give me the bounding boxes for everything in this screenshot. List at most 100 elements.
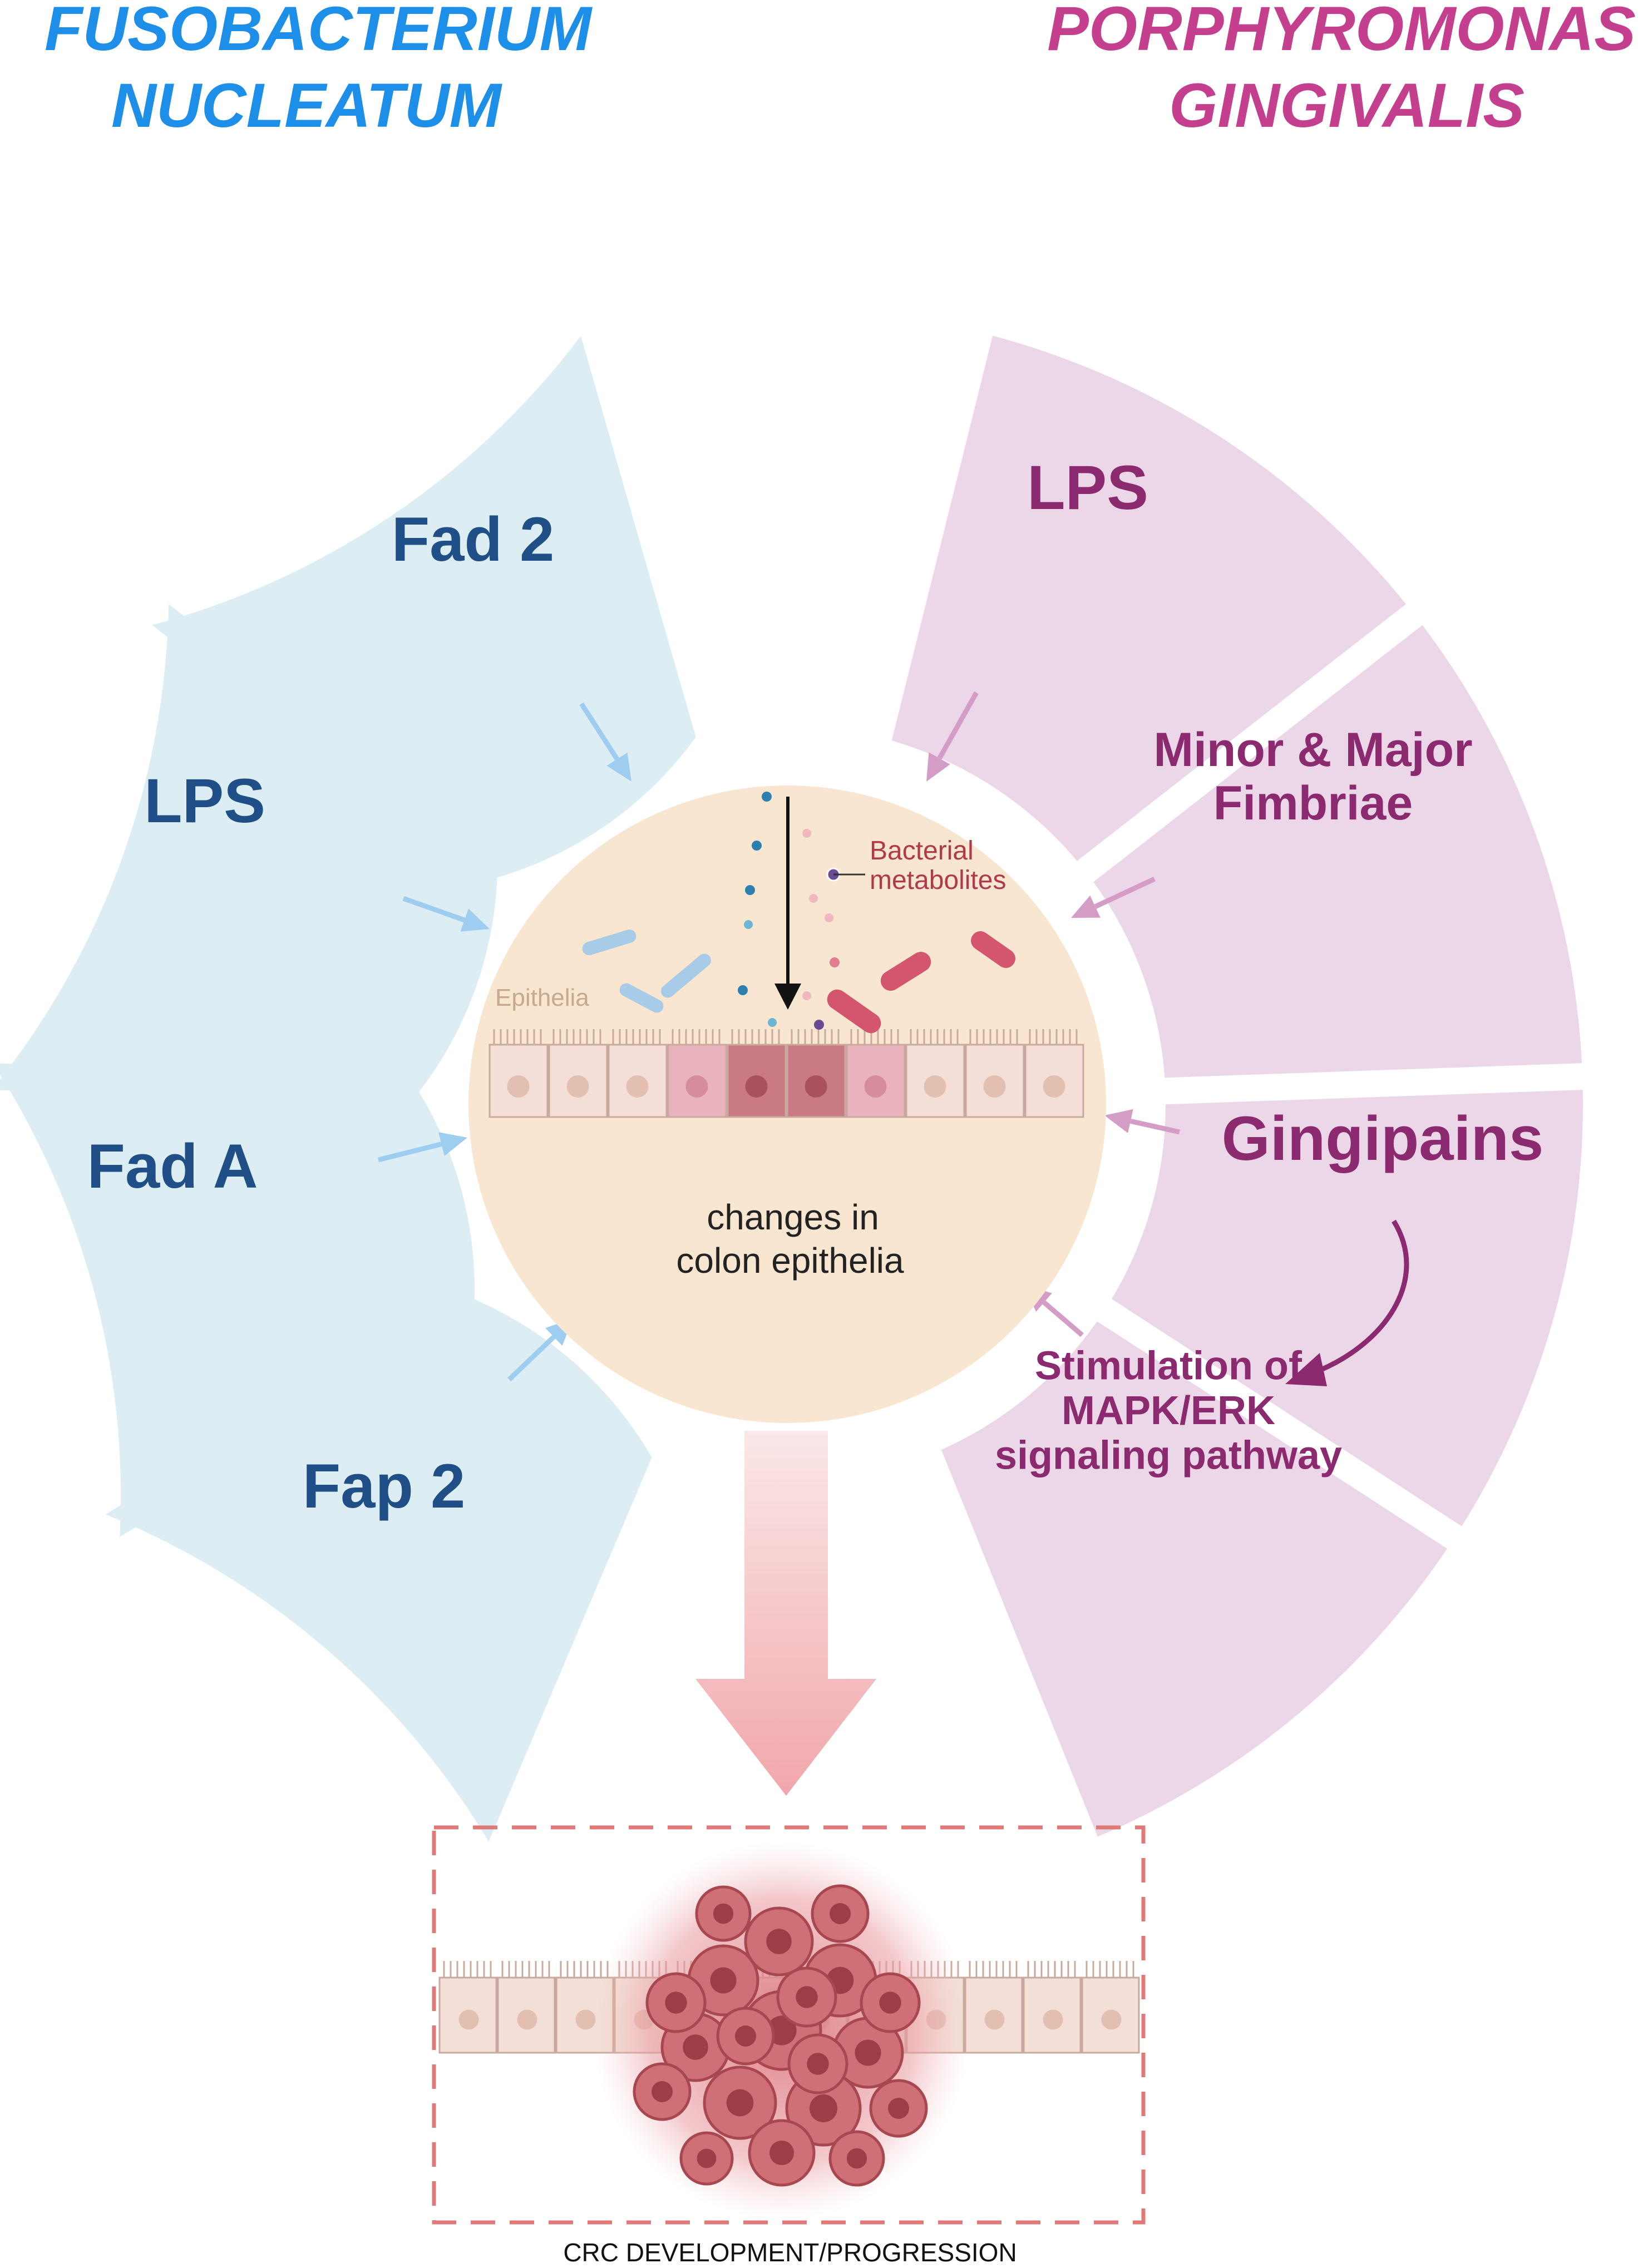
title-right-line2: GINGIVALIS bbox=[1169, 71, 1524, 140]
cell-nucleus bbox=[1043, 1075, 1065, 1098]
title-right-line1: PORPHYROMONAS bbox=[1047, 0, 1636, 63]
tumor-nucleus bbox=[713, 1903, 734, 1924]
right-arrow-4-shaft bbox=[1042, 1300, 1084, 1337]
right-segment-2 bbox=[1093, 625, 1582, 1078]
tumor-nucleus bbox=[652, 2081, 673, 2102]
tumor-nucleus bbox=[683, 2034, 708, 2060]
right-segment-label: MAPK/ERK bbox=[1062, 1389, 1275, 1433]
cell-nucleus bbox=[984, 2009, 1005, 2030]
cell-nucleus bbox=[566, 1075, 589, 1098]
metabolites-label-line2: metabolites bbox=[870, 866, 1006, 895]
center-circle: Epithelia Bacteri bbox=[468, 785, 1106, 1423]
blue-rod-bacterium bbox=[619, 983, 664, 1013]
cell-nucleus bbox=[805, 1075, 827, 1098]
left-segment-1 bbox=[152, 335, 696, 882]
cell-nucleus bbox=[864, 1075, 887, 1098]
tumor-nucleus bbox=[710, 1967, 737, 1994]
right-segment-label: LPS bbox=[1027, 453, 1148, 522]
cell-nucleus bbox=[1043, 2009, 1063, 2030]
outcome-dashed-box bbox=[432, 1825, 1146, 2225]
tumor-nucleus bbox=[665, 1992, 687, 2014]
red-rod-bacterium bbox=[971, 931, 1015, 969]
cell-nucleus bbox=[507, 1075, 530, 1098]
left-segment-label: Fad 2 bbox=[392, 505, 555, 574]
epithelial-layer bbox=[489, 1029, 1084, 1118]
cell-nucleus bbox=[745, 1075, 768, 1098]
right-arrow-3-shaft bbox=[1129, 1119, 1180, 1135]
right-segment-label: Minor & Major bbox=[1153, 723, 1472, 777]
cell-nucleus bbox=[685, 1075, 708, 1098]
metabolites-label-line1: Bacterial bbox=[870, 836, 974, 866]
left-arrow-4-shaft bbox=[507, 1335, 556, 1382]
right-segment-label: Gingipains bbox=[1222, 1104, 1544, 1173]
right-arrow-2-shaft bbox=[1094, 876, 1156, 909]
center-caption-line1: changes in bbox=[707, 1197, 879, 1237]
tumor-nucleus bbox=[697, 2148, 717, 2168]
red-rod-bacterium bbox=[880, 952, 931, 991]
epithelial-cell bbox=[727, 1044, 787, 1118]
tumor-mass bbox=[633, 1884, 928, 2187]
outcome-panel: CRC DEVELOPMENT/PROGRESSION bbox=[432, 1825, 1146, 2267]
curved-arrow-shaft bbox=[1309, 1219, 1409, 1377]
right-arrow-1-head bbox=[926, 752, 950, 782]
center-caption-line2: colon epithelia bbox=[676, 1241, 904, 1281]
right-segment-4 bbox=[941, 1321, 1448, 1837]
title-left: FUSOBACTERIUM NUCLEATUM bbox=[45, 0, 593, 140]
tumor-nucleus bbox=[735, 2025, 756, 2047]
left-segment-4 bbox=[105, 1293, 652, 1842]
tumor-nucleus bbox=[846, 2148, 867, 2169]
left-arrow-1-shaft bbox=[579, 702, 619, 761]
right-segment-label: Stimulation of bbox=[1035, 1343, 1302, 1388]
tumor-nucleus bbox=[855, 2039, 881, 2066]
right-segment-label: Fimbriae bbox=[1213, 777, 1413, 830]
left-segment-3 bbox=[0, 1063, 475, 1538]
cell-nucleus bbox=[626, 1075, 649, 1098]
curved-arrow-head bbox=[1285, 1353, 1327, 1386]
title-left-line2: NUCLEATUM bbox=[111, 71, 503, 140]
bacteria-blue bbox=[582, 929, 711, 1013]
left-arrow-1-head bbox=[606, 752, 631, 782]
bacteria-red bbox=[827, 931, 1015, 1034]
cell-nucleus bbox=[517, 2009, 537, 2030]
left-arrow-2-shaft bbox=[402, 896, 466, 923]
right-segment-1 bbox=[891, 335, 1406, 861]
tumor-nucleus bbox=[807, 2053, 829, 2075]
epithelial-cell bbox=[497, 1977, 556, 2054]
right-segment-3 bbox=[1112, 1090, 1583, 1526]
left-segment-label: LPS bbox=[144, 766, 265, 836]
tumor-nucleus bbox=[766, 1929, 792, 1954]
right-segment-label: signaling pathway bbox=[995, 1434, 1342, 1478]
tumor-nucleus bbox=[879, 1992, 901, 2014]
left-arrow-2-head bbox=[460, 908, 490, 932]
tumor-nucleus bbox=[809, 2094, 838, 2123]
right-arrow-2-head bbox=[1071, 895, 1101, 918]
blue-rod-bacterium bbox=[582, 929, 637, 956]
blue-rod-bacterium bbox=[661, 953, 711, 998]
metabolite-dots bbox=[738, 792, 841, 1030]
cell-nucleus bbox=[575, 2009, 596, 2030]
title-left-line1: FUSOBACTERIUM bbox=[45, 0, 593, 63]
red-rod-bacterium bbox=[827, 989, 881, 1034]
left-arrow-3-head bbox=[438, 1132, 467, 1156]
epithelial-cell bbox=[608, 1044, 668, 1118]
central-arrow-head bbox=[774, 984, 801, 1010]
progression-arrow bbox=[695, 1431, 876, 1796]
epithelia-label: Epithelia bbox=[495, 984, 589, 1011]
tumor-nucleus bbox=[726, 2089, 754, 2117]
left-segment-label: Fap 2 bbox=[303, 1451, 466, 1521]
cell-nucleus bbox=[924, 1075, 946, 1098]
cell-nucleus bbox=[983, 1075, 1006, 1098]
tumor-nucleus bbox=[888, 2098, 909, 2119]
title-right: PORPHYROMONAS GINGIVALIS bbox=[1047, 0, 1636, 140]
outcome-label: CRC DEVELOPMENT/PROGRESSION bbox=[563, 2238, 1017, 2267]
left-arrow-3-shaft bbox=[377, 1142, 442, 1163]
right-arrow-1-shaft bbox=[937, 691, 979, 760]
cell-nucleus bbox=[458, 2009, 479, 2030]
cell-nucleus bbox=[1101, 2009, 1122, 2030]
tumor-nucleus bbox=[796, 1986, 818, 2008]
gingipains-to-mapk-arrow bbox=[1285, 1219, 1409, 1386]
right-arrow-3-head bbox=[1104, 1109, 1133, 1133]
tumor-nucleus bbox=[769, 2140, 795, 2166]
tumor-nucleus bbox=[830, 1903, 851, 1924]
